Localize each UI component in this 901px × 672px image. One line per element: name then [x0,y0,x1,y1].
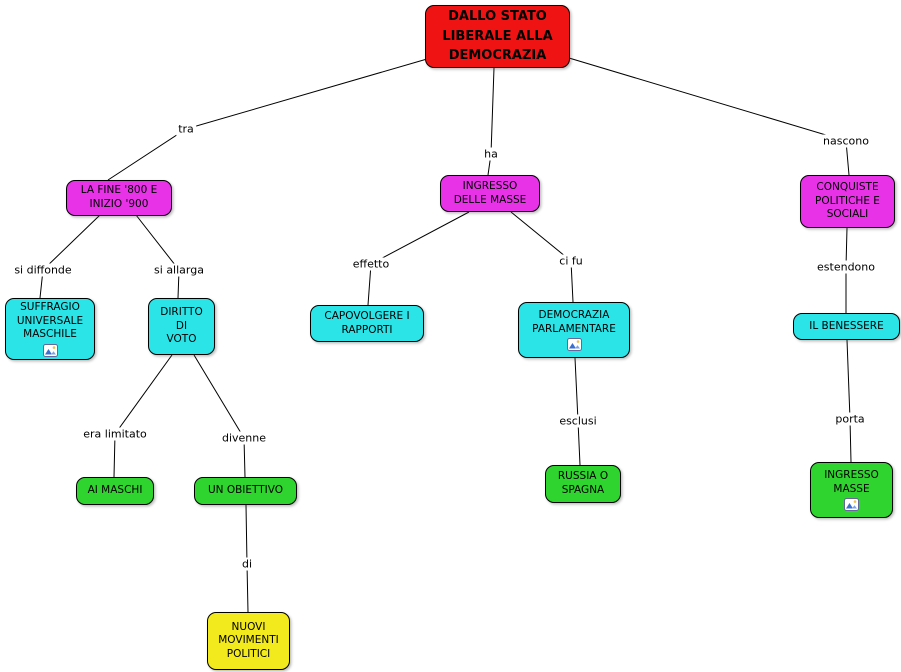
edge-line-si-diffonde [39,214,101,299]
node-un-obiettivo[interactable]: UN OBIETTIVO [194,477,297,505]
node-label: DALLO STATO LIBERALE ALLA DEMOCRAZIA [442,9,553,64]
node-label: LA FINE '800 E INIZIO '900 [80,184,158,210]
edge-label-di[interactable]: di [239,557,255,571]
node-label: CAPOVOLGERE I RAPPORTI [324,309,410,336]
edge-label-effetto[interactable]: effetto [350,257,392,271]
node-ai-maschi[interactable]: AI MASCHI [76,477,154,505]
edge-line-nascono [568,57,850,176]
node-ingresso-masse[interactable]: INGRESSO MASSE [810,462,893,518]
node-label: SUFFRAGIO UNIVERSALE MASCHILE [16,301,84,341]
edge-label-era-limitato[interactable]: era limitato [81,427,149,441]
edge-line-si-allarga [135,214,180,299]
edge-label-si-diffonde[interactable]: si diffonde [12,263,74,277]
node-label: IL BENESSERE [809,319,884,332]
node-capovolgere-rapporti[interactable]: CAPOVOLGERE I RAPPORTI [310,305,424,342]
node-russia-o-spagna[interactable]: RUSSIA O SPAGNA [545,465,621,503]
node-label: AI MASCHI [87,484,143,497]
node-democrazia-parlamentare[interactable]: DEMOCRAZIA PARLAMENTARE [518,302,630,358]
node-label: DIRITTO DI VOTO [160,306,203,346]
edge-label-ci-fu[interactable]: ci fu [557,254,585,268]
edge-label-ha[interactable]: ha [482,147,500,161]
edge-label-nascono[interactable]: nascono [821,134,871,148]
node-diritto-di-voto[interactable]: DIRITTO DI VOTO [148,298,215,355]
edge-line-porta [846,339,852,463]
node-dallo-stato-liberale[interactable]: DALLO STATO LIBERALE ALLA DEMOCRAZIA [425,5,570,68]
edge-label-porta[interactable]: porta [833,412,867,426]
image-resource-icon[interactable] [844,498,859,512]
edge-label-divenne[interactable]: divenne [219,431,269,445]
node-label: CONQUISTE POLITICHE E SOCIALI [815,181,880,221]
edge-line-era-limitato [113,354,173,478]
node-label: RUSSIA O SPAGNA [557,470,609,496]
edge-label-si-allarga[interactable]: si allarga [152,263,206,277]
node-label: UN OBIETTIVO [207,484,284,497]
image-resource-icon[interactable] [42,343,58,357]
node-il-benessere[interactable]: IL BENESSERE [793,313,900,340]
edge-line-tra [107,58,428,181]
edge-label-tra[interactable]: tra [176,122,196,136]
node-la-fine-800[interactable]: LA FINE '800 E INIZIO '900 [66,180,172,216]
edge-line-esclusi [574,357,581,466]
node-label: INGRESSO MASSE [824,468,879,495]
image-resource-icon[interactable] [566,338,582,352]
node-label: DEMOCRAZIA PARLAMENTARE [532,308,616,335]
node-ingresso-delle-masse[interactable]: INGRESSO DELLE MASSE [440,175,540,212]
node-suffragio-universale[interactable]: SUFFRAGIO UNIVERSALE MASCHILE [5,298,95,360]
node-nuovi-movimenti-politici[interactable]: NUOVI MOVIMENTI POLITICI [207,612,290,670]
edge-line-divenne [193,354,246,478]
node-label: NUOVI MOVIMENTI POLITICI [218,620,279,660]
node-label: INGRESSO DELLE MASSE [453,179,527,206]
edge-label-estendono[interactable]: estendono [815,260,877,274]
edge-label-esclusi[interactable]: esclusi [557,414,599,428]
node-conquiste-politiche[interactable]: CONQUISTE POLITICHE E SOCIALI [800,175,895,228]
